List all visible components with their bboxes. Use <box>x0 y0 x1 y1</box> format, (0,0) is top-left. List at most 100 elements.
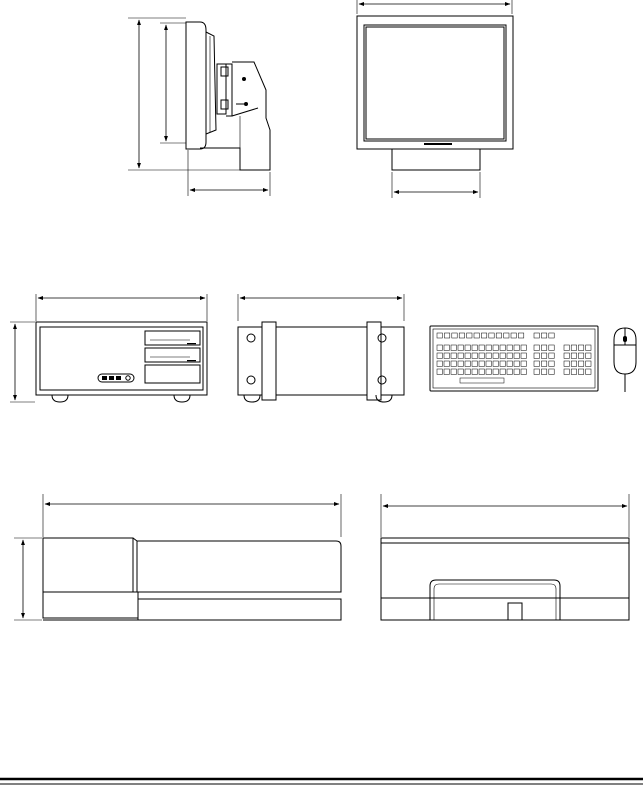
keyboard-key <box>541 360 548 367</box>
keyboard-key <box>513 352 520 359</box>
keyboard-key <box>533 332 540 339</box>
keyboard-key <box>520 344 527 351</box>
keyboard-key <box>548 368 555 375</box>
keyboard-key <box>492 360 499 367</box>
keyboard-key <box>464 344 471 351</box>
keyboard-key <box>506 352 513 359</box>
keyboard-key <box>563 344 570 351</box>
monitor-stand-base <box>391 148 481 171</box>
mouse-top-view <box>613 327 637 392</box>
keyboard-key <box>464 352 471 359</box>
keyboard-key <box>443 368 450 375</box>
keyboard-key <box>492 352 499 359</box>
keyboard-key <box>585 368 592 375</box>
computer-front-view <box>10 294 208 403</box>
keyboard-key <box>471 344 478 351</box>
keyboard-key <box>499 352 506 359</box>
keyboard-key <box>436 344 443 351</box>
keyboard-key <box>457 368 464 375</box>
keyboard-key <box>492 368 499 375</box>
keyboard-key <box>436 352 443 359</box>
keyboard-key <box>450 344 457 351</box>
footer-rules <box>0 777 643 785</box>
keyboard-key <box>585 352 592 359</box>
keyboard-key <box>578 368 585 375</box>
keyboard-key <box>478 344 485 351</box>
keyboard-key <box>520 368 527 375</box>
keyboard-key <box>459 377 505 384</box>
keyboard-key <box>518 332 525 339</box>
monitor-stand-side <box>200 61 271 171</box>
keyboard-key <box>471 368 478 375</box>
keyboard-key <box>510 332 517 339</box>
keyboard-key <box>513 344 520 351</box>
keyboard-key <box>570 368 577 375</box>
keyboard-key <box>450 360 457 367</box>
keyboard-key <box>471 360 478 367</box>
keyboard-key <box>548 332 555 339</box>
keyboard-key <box>503 332 510 339</box>
keyboard-key <box>499 368 506 375</box>
keyboard-key <box>506 344 513 351</box>
keyboard-key <box>563 368 570 375</box>
keyboard-key <box>533 344 540 351</box>
keyboard-key <box>570 344 577 351</box>
desk-left-base <box>42 591 139 619</box>
keyboard-key <box>492 344 499 351</box>
keyboard-key <box>485 344 492 351</box>
keyboard-key <box>451 332 458 339</box>
keyboard-key <box>578 352 585 359</box>
keyboard-key <box>513 368 520 375</box>
keyboard-key <box>520 352 527 359</box>
keyboard-key <box>466 332 473 339</box>
monitor-bezel-front <box>356 15 514 150</box>
desk-left-section <box>42 537 134 593</box>
keyboard-key <box>444 332 451 339</box>
computer-side-strap-left <box>261 321 277 401</box>
keyboard-key <box>548 344 555 351</box>
keyboard-key <box>436 368 443 375</box>
keyboard-key <box>578 344 585 351</box>
keyboard-key <box>563 360 570 367</box>
keyboard-key <box>513 360 520 367</box>
keyboard-key <box>499 344 506 351</box>
monitor-bezel-side <box>185 21 207 150</box>
keyboard-key <box>471 352 478 359</box>
keyboard-key <box>488 332 495 339</box>
desk-right-base <box>137 598 342 621</box>
keyboard-key <box>541 352 548 359</box>
keyboard-key <box>548 360 555 367</box>
keyboard-key <box>436 332 443 339</box>
keyboard-key <box>499 360 506 367</box>
keyboard-key <box>570 352 577 359</box>
keyboard-key <box>458 332 465 339</box>
desk-side-panel <box>380 537 630 599</box>
desk-side-base <box>380 597 630 621</box>
keyboard-key <box>443 360 450 367</box>
computer-front-foot-left <box>51 394 69 403</box>
desk-side-view <box>380 494 630 621</box>
keyboard-key <box>506 360 513 367</box>
keyboard-key <box>478 368 485 375</box>
keyboard-key <box>457 352 464 359</box>
keyboard-key <box>520 360 527 367</box>
keyboard-key <box>457 360 464 367</box>
keyboard-key <box>478 352 485 359</box>
keyboard-key <box>541 332 548 339</box>
keyboard-key <box>570 360 577 367</box>
monitor-control-buttons <box>424 143 452 145</box>
desk-drawer-opening <box>429 579 561 620</box>
keyboard-key <box>457 344 464 351</box>
keyboard-key <box>541 344 548 351</box>
keyboard-key <box>450 352 457 359</box>
monitor-screen <box>363 24 507 142</box>
keyboard-key <box>485 352 492 359</box>
monitor-mount-bracket <box>216 63 227 115</box>
keyboard-key <box>563 352 570 359</box>
keyboard-key <box>533 360 540 367</box>
keyboard-key <box>485 360 492 367</box>
monitor-front-view <box>356 0 514 198</box>
keyboard-body <box>429 325 599 392</box>
